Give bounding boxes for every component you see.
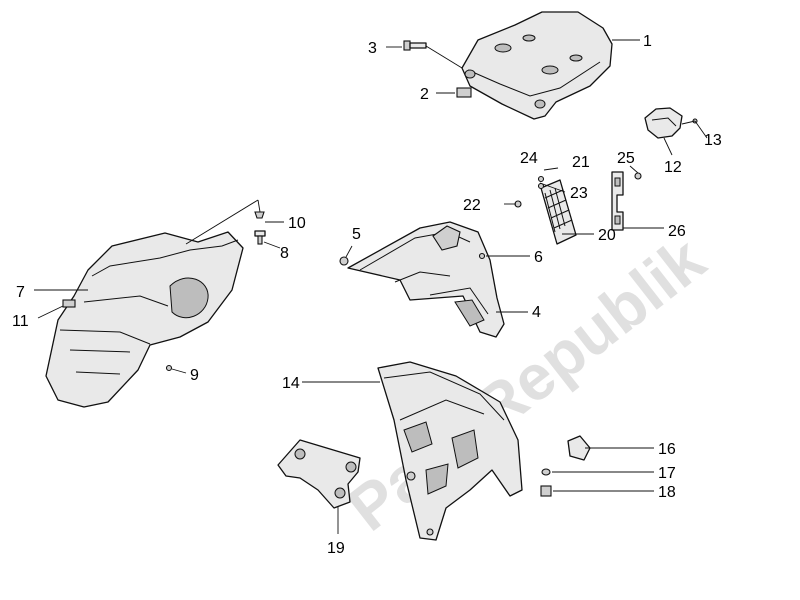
callout-23: 23 [570,185,588,202]
part-screw-25 [634,172,642,180]
callout-19: 19 [327,540,345,557]
callout-7: 7 [16,284,25,301]
part-5 [339,256,349,266]
callout-3: 3 [368,40,377,57]
part-screw-8 [254,230,266,245]
part-clip-11 [62,299,76,308]
part-21 [537,175,545,183]
callout-8: 8 [280,245,289,262]
leader-lines [34,39,708,534]
part-rear-cover [461,11,613,120]
callout-2: 2 [420,86,429,103]
part-10 [254,211,265,219]
part-17 [541,468,551,476]
callout-10: 10 [288,215,306,232]
part-16 [567,435,591,461]
callout-4: 4 [532,304,541,321]
callout-21: 21 [572,154,590,171]
part-screw-9 [165,364,173,372]
part-front-mudguard-14 [377,361,523,541]
callout-24: 24 [520,150,538,167]
part-bracket-19 [277,439,361,509]
part-grid-20 [540,179,577,245]
callout-16: 16 [658,441,676,458]
part-clip-2 [456,87,472,98]
callout-22: 22 [463,197,481,214]
callout-6: 6 [534,249,543,266]
part-screw-6 [478,252,486,260]
callout-25: 25 [617,150,635,167]
callout-20: 20 [598,227,616,244]
callout-5: 5 [352,226,361,243]
callout-17: 17 [658,465,676,482]
callout-9: 9 [190,367,199,384]
callout-1: 1 [643,33,652,50]
callout-12: 12 [664,159,682,176]
part-bracket-26 [611,171,624,231]
callout-26: 26 [668,223,686,240]
callout-11: 11 [12,313,29,330]
part-lamp-12 [644,107,683,139]
callout-18: 18 [658,484,676,501]
part-shield-7 [45,231,244,408]
part-mudguard-4 [347,221,505,338]
part-screw-3 [403,40,427,51]
callout-14: 14 [282,375,300,392]
callout-13: 13 [704,132,722,149]
part-18 [540,485,552,497]
